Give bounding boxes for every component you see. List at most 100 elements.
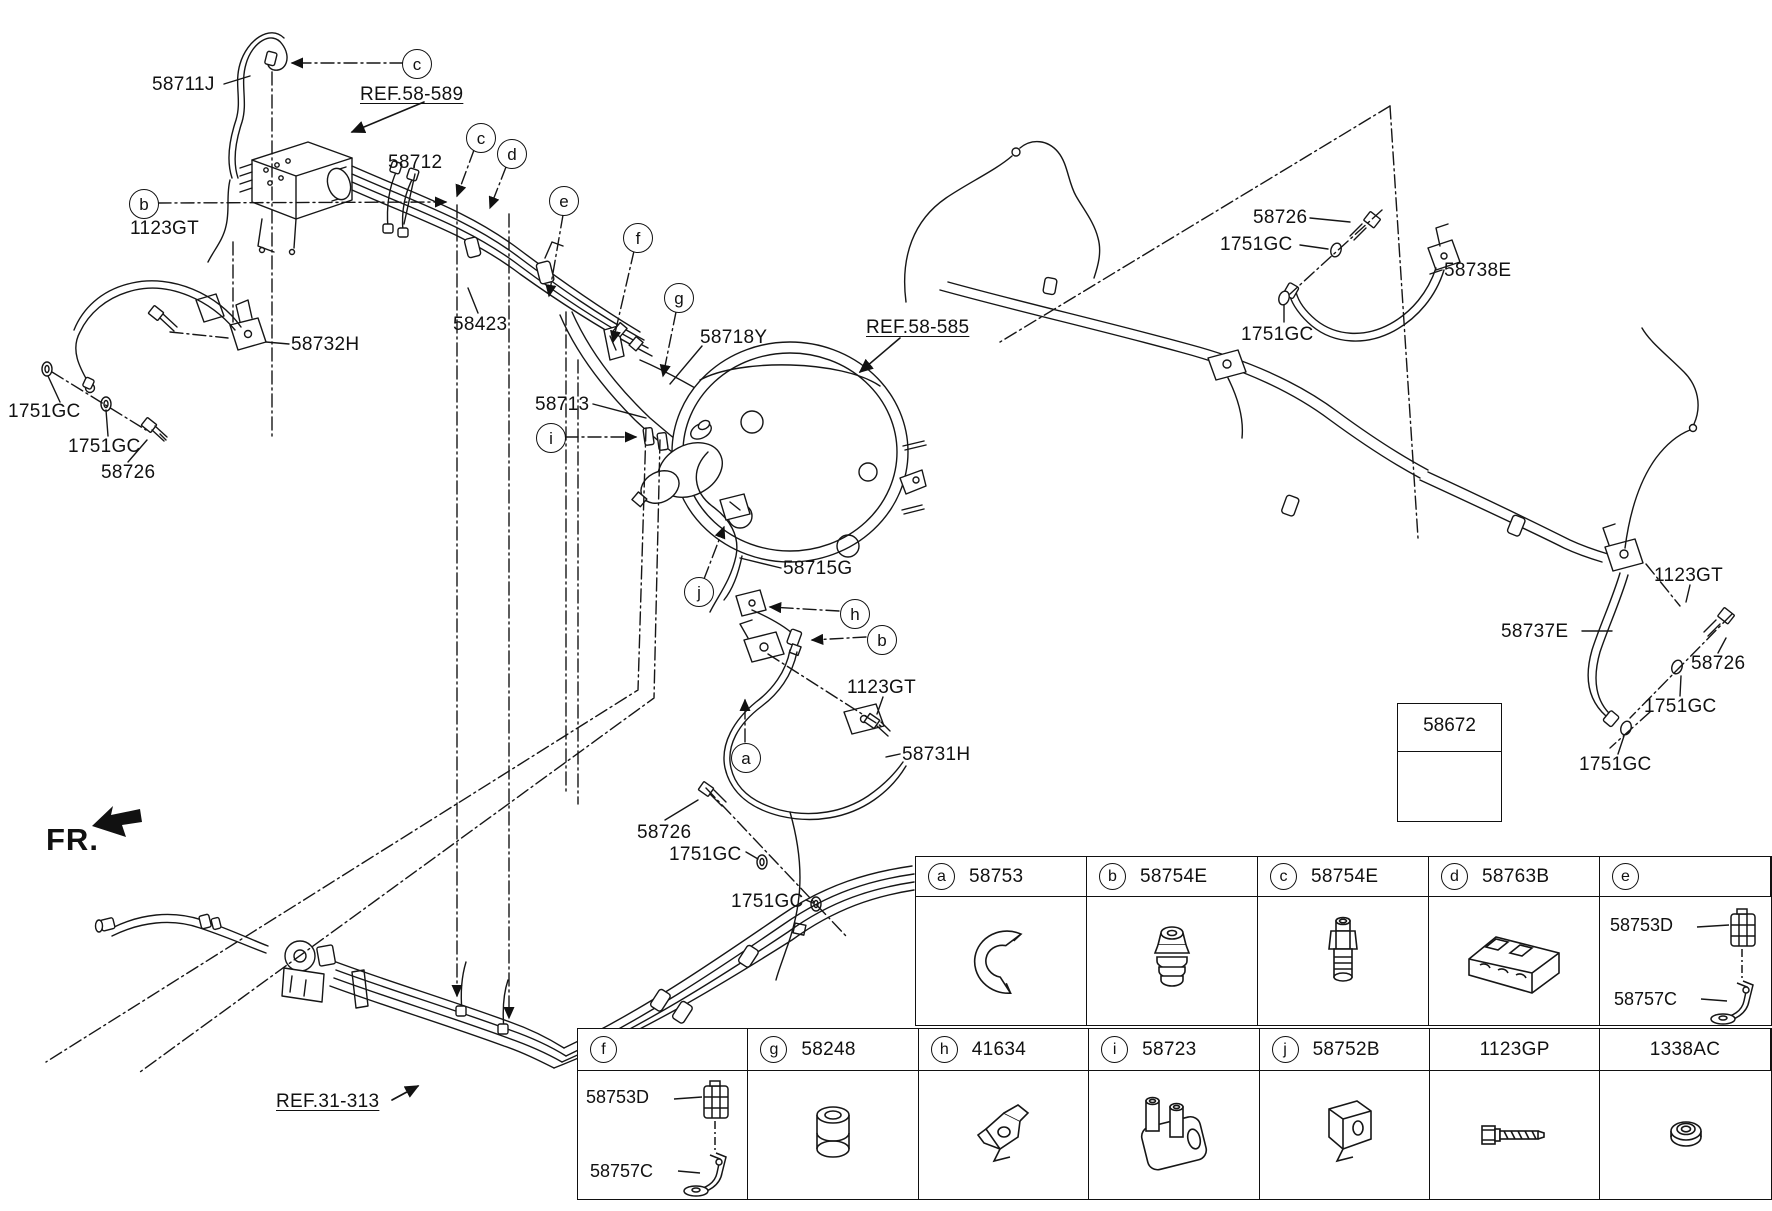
part-label-58423[interactable]: 58423 [453, 314, 508, 335]
clip-and-bracket-icon [1696, 908, 1756, 1025]
part-label-58732H[interactable]: 58732H [291, 334, 360, 355]
legend-header-1123GP[interactable]: 1123GP [1429, 1029, 1601, 1071]
part-label-58737E[interactable]: 58737E [1501, 621, 1569, 642]
part-label-1751GC-front1[interactable]: 1751GC [8, 401, 81, 422]
part-label-58711J[interactable]: 58711J [152, 74, 215, 95]
sub-label-58753D-e[interactable]: 58753D [1610, 915, 1674, 935]
legend-letter-b: b [1099, 863, 1126, 890]
legend-part-58248: 58248 [801, 1038, 856, 1060]
callout-i[interactable]: i [536, 423, 566, 453]
legend-letter-e: e [1612, 863, 1639, 890]
legend-table-row1: a 58753 b 58754E c 58754E d 58763B e [915, 856, 1772, 1026]
part-label-58738E[interactable]: 58738E [1444, 260, 1512, 281]
ref-link-58-589[interactable]: REF.58-589 [360, 84, 464, 105]
legend-icon-cell-j[interactable] [1259, 1071, 1430, 1199]
legend-part-1338AC: 1338AC [1649, 1038, 1721, 1060]
legend-letter-d: d [1441, 863, 1468, 890]
hose-58738E-illustration [1278, 211, 1461, 342]
sensor-clip-icon [976, 1104, 1029, 1163]
callout-c-1[interactable]: c [402, 49, 432, 79]
front-hose-58711J [195, 32, 288, 323]
legend-icon-cell-1338AC[interactable] [1600, 1071, 1771, 1199]
legend-icon-cell-b[interactable] [1087, 897, 1258, 1025]
legend-part-58754E-b: 58754E [1140, 865, 1208, 887]
part-label-58713[interactable]: 58713 [535, 394, 590, 415]
callout-b-1[interactable]: b [129, 189, 159, 219]
legend-icon-cell-d[interactable] [1429, 897, 1600, 1025]
callout-c-2[interactable]: c [466, 123, 496, 153]
part-label-1751GC-rear4[interactable]: 1751GC [1579, 754, 1652, 775]
part-label-58726-center[interactable]: 58726 [637, 822, 692, 843]
legend-icon-cell-i[interactable] [1089, 1071, 1260, 1199]
legend-header-d[interactable]: d 58763B [1429, 857, 1600, 897]
legend-header-h[interactable]: h 41634 [918, 1029, 1090, 1071]
sub-label-58757C-e[interactable]: 58757C [1614, 989, 1678, 1009]
hose-58731H-illustration [664, 619, 907, 981]
legend-part-58753: 58753 [969, 865, 1024, 887]
legend-header-j[interactable]: j 58752B [1259, 1029, 1430, 1071]
part-label-1751GC-center1[interactable]: 1751GC [669, 844, 742, 865]
callout-a[interactable]: a [731, 743, 761, 773]
part-label-1751GC-center2[interactable]: 1751GC [731, 891, 804, 912]
callout-h[interactable]: h [840, 599, 870, 629]
legend-letter-a: a [928, 863, 955, 890]
legend-letter-i: i [1101, 1036, 1129, 1063]
legend-icon-cell-e[interactable]: 58753D 58757C [1600, 897, 1771, 1025]
part-label-1751GC-rear1[interactable]: 1751GC [1220, 234, 1293, 255]
legend-header-f[interactable]: f [578, 1029, 749, 1071]
callout-g[interactable]: g [664, 283, 694, 313]
legend-header-g[interactable]: g 58248 [748, 1029, 919, 1071]
legend-header-e[interactable]: e [1600, 857, 1771, 897]
legend-part-1123GP: 1123GP [1479, 1038, 1550, 1060]
legend-letter-f: f [590, 1036, 617, 1063]
part-label-58712[interactable]: 58712 [388, 152, 443, 173]
part-label-1751GC-rear2[interactable]: 1751GC [1241, 324, 1314, 345]
sub-label-58757C-f[interactable]: 58757C [590, 1161, 654, 1181]
callout-f[interactable]: f [623, 223, 653, 253]
double-sleeve-bracket-icon [1141, 1096, 1208, 1171]
pipe-58715G-illustration [695, 451, 803, 657]
front-left-hose-illustration [41, 280, 290, 463]
part-label-1751GC-front2[interactable]: 1751GC [68, 436, 141, 457]
part-label-1751GC-rear3[interactable]: 1751GC [1644, 696, 1717, 717]
legend-letter-c: c [1270, 863, 1297, 890]
part-label-58726-rear-left[interactable]: 58726 [1253, 207, 1308, 228]
part-label-58718Y[interactable]: 58718Y [700, 327, 768, 348]
part-label-1123GT-center[interactable]: 1123GT [847, 677, 917, 698]
legend-icon-cell-f[interactable]: 58753D 58757C [578, 1071, 749, 1199]
tube-clamp-icon [1468, 936, 1560, 994]
legend-icon-cell-a[interactable] [916, 897, 1087, 1025]
callout-e[interactable]: e [549, 186, 579, 216]
part-label-1123GT-rear[interactable]: 1123GT [1654, 565, 1724, 586]
legend-icon-cell-h[interactable] [918, 1071, 1090, 1199]
legend-letter-g: g [760, 1036, 788, 1063]
ref-link-58-585[interactable]: REF.58-585 [866, 317, 970, 338]
part-label-58715G[interactable]: 58715G [783, 558, 853, 579]
legend-header-a[interactable]: a 58753 [916, 857, 1087, 897]
legend-part-58723: 58723 [1142, 1038, 1197, 1060]
block-clamp-icon [1327, 1100, 1372, 1163]
legend-header-i[interactable]: i 58723 [1089, 1029, 1260, 1071]
callout-b-2[interactable]: b [867, 625, 897, 655]
boxed-part-58672[interactable]: 58672 [1397, 703, 1502, 822]
legend-header-b[interactable]: b 58754E [1087, 857, 1258, 897]
legend-icon-cell-c[interactable] [1258, 897, 1429, 1025]
legend-icon-cell-g[interactable] [748, 1071, 919, 1199]
legend-header-c[interactable]: c 58754E [1258, 857, 1429, 897]
part-label-58726-front[interactable]: 58726 [101, 462, 156, 483]
legend-header-1338AC[interactable]: 1338AC [1600, 1029, 1771, 1071]
part-label-58731H[interactable]: 58731H [902, 744, 971, 765]
legend-part-58754E-c: 58754E [1311, 865, 1379, 887]
legend-icon-cell-1123GP[interactable] [1429, 1071, 1601, 1199]
reference-lines [45, 57, 1733, 1073]
part-label-58726-rear-right[interactable]: 58726 [1691, 653, 1746, 674]
part-label-1123GT-front[interactable]: 1123GT [130, 218, 200, 239]
label-leaders [391, 1085, 419, 1101]
callout-d[interactable]: d [497, 139, 527, 169]
sub-label-58753D-f[interactable]: 58753D [586, 1087, 650, 1107]
legend-part-41634: 41634 [971, 1038, 1027, 1060]
callout-j[interactable]: j [684, 577, 714, 607]
ref-link-31-313[interactable]: REF.31-313 [276, 1091, 380, 1112]
rear-right-lines-illustration [903, 141, 1609, 563]
